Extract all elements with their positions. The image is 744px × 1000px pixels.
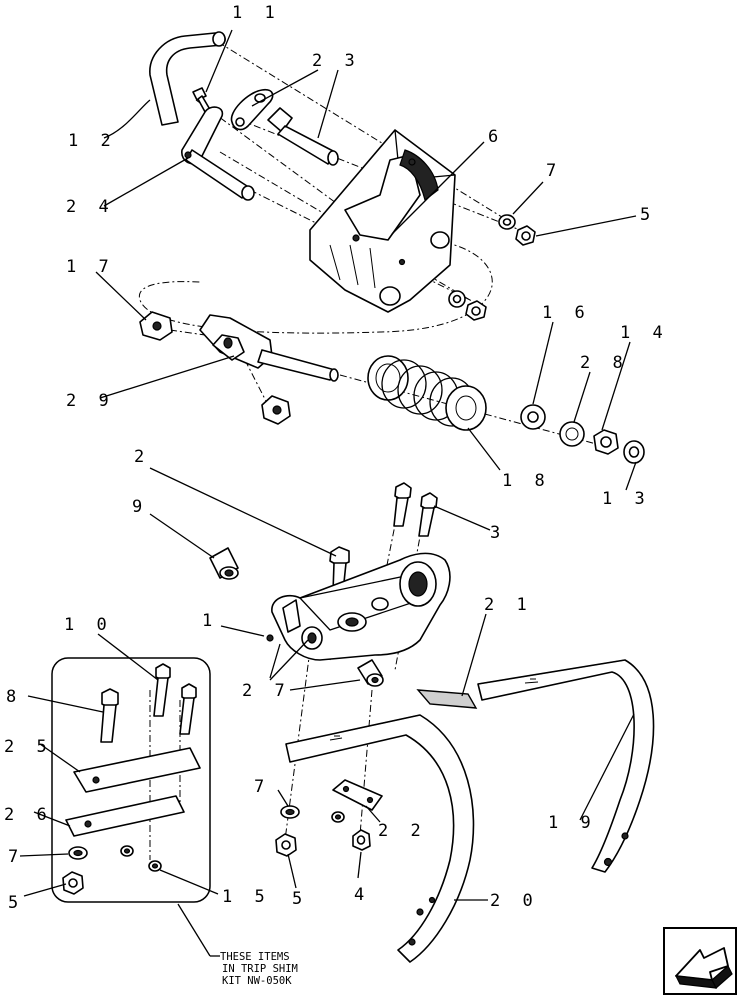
callout-1: 1 <box>202 611 218 631</box>
part-28-spacer <box>559 421 585 447</box>
callout-4: 4 <box>354 885 370 905</box>
part-7-washer-upper <box>498 214 516 230</box>
callout-10: 1 0 <box>64 615 113 635</box>
part-18-spring <box>367 355 487 431</box>
callout-5-kit: 5 <box>8 893 24 913</box>
part-7-washer-lower <box>280 805 300 819</box>
callout-15: 1 5 <box>222 887 271 907</box>
callout-3: 3 <box>490 523 506 543</box>
leader-lines <box>19 29 637 901</box>
callout-5-upper: 5 <box>640 205 656 225</box>
callout-7-kit: 7 <box>8 847 24 867</box>
next-page-arrow-icon[interactable] <box>663 927 737 995</box>
part-4-nut <box>352 829 371 851</box>
callout-9: 9 <box>132 497 148 517</box>
part-20-shank-main <box>285 714 475 963</box>
note-line-3: KIT NW-050K <box>222 975 292 987</box>
callout-5-lower: 5 <box>292 889 308 909</box>
part-27-bushing <box>357 659 384 687</box>
callout-7-upper: 7 <box>546 161 562 181</box>
callout-25: 2 5 <box>4 737 53 757</box>
part-19-shank-right <box>477 659 655 873</box>
callout-20: 2 0 <box>490 891 539 911</box>
callout-22: 2 2 <box>378 821 427 841</box>
bracket-rear-washer-nut <box>448 290 487 321</box>
callout-7-lower: 7 <box>254 777 270 797</box>
part-16-washer <box>520 404 546 430</box>
trip-shim-kit-box <box>51 657 211 903</box>
part-29-eye-bolt <box>199 314 339 425</box>
part-17-square-nut <box>139 311 173 341</box>
part-1-pin <box>266 634 274 642</box>
callout-23: 2 3 <box>312 51 361 71</box>
part-3-bolts <box>393 482 438 537</box>
note-leader-line <box>177 903 211 957</box>
part-9-bushing <box>209 547 239 580</box>
callout-17: 1 7 <box>66 257 115 277</box>
callout-11: 1 1 <box>232 3 281 23</box>
callout-2: 2 <box>134 447 150 467</box>
part-23-gasket-bolt <box>230 88 339 166</box>
callout-labels: 1 1 2 3 1 2 6 2 4 7 5 1 7 1 6 1 4 2 8 2 … <box>4 3 669 913</box>
part-5-nut-lower <box>275 833 297 857</box>
trip-shim-kit-note: THESE ITEMS IN TRIP SHIM KIT NW-050K <box>210 951 298 987</box>
callout-26: 2 6 <box>4 805 53 825</box>
part-21-shim <box>416 689 478 709</box>
callout-12: 1 2 <box>68 131 117 151</box>
part-12-u-handle <box>149 31 226 126</box>
callout-8: 8 <box>6 687 22 707</box>
callout-13: 1 3 <box>602 489 651 509</box>
part-13-jam-nut <box>623 440 645 464</box>
callout-16: 1 6 <box>542 303 591 323</box>
callout-29: 2 9 <box>66 391 115 411</box>
callout-28: 2 8 <box>580 353 629 373</box>
part-5-nut-upper <box>515 225 536 246</box>
callout-18: 1 8 <box>502 471 551 491</box>
part-6-mounting-bracket <box>309 129 456 313</box>
note-line-2: IN TRIP SHIM <box>222 963 298 975</box>
callout-19: 1 9 <box>548 813 597 833</box>
callout-21: 2 1 <box>484 595 533 615</box>
small-nut-middle <box>331 811 345 823</box>
callout-14: 1 4 <box>620 323 669 343</box>
part-22-clamp-plate <box>332 779 383 811</box>
note-line-1: THESE ITEMS <box>220 951 290 963</box>
part-14-nut <box>593 429 619 455</box>
callout-6: 6 <box>488 127 504 147</box>
callout-27: 2 7 <box>242 681 291 701</box>
part-27-trip-arm <box>271 552 451 661</box>
callout-24: 2 4 <box>66 197 115 217</box>
